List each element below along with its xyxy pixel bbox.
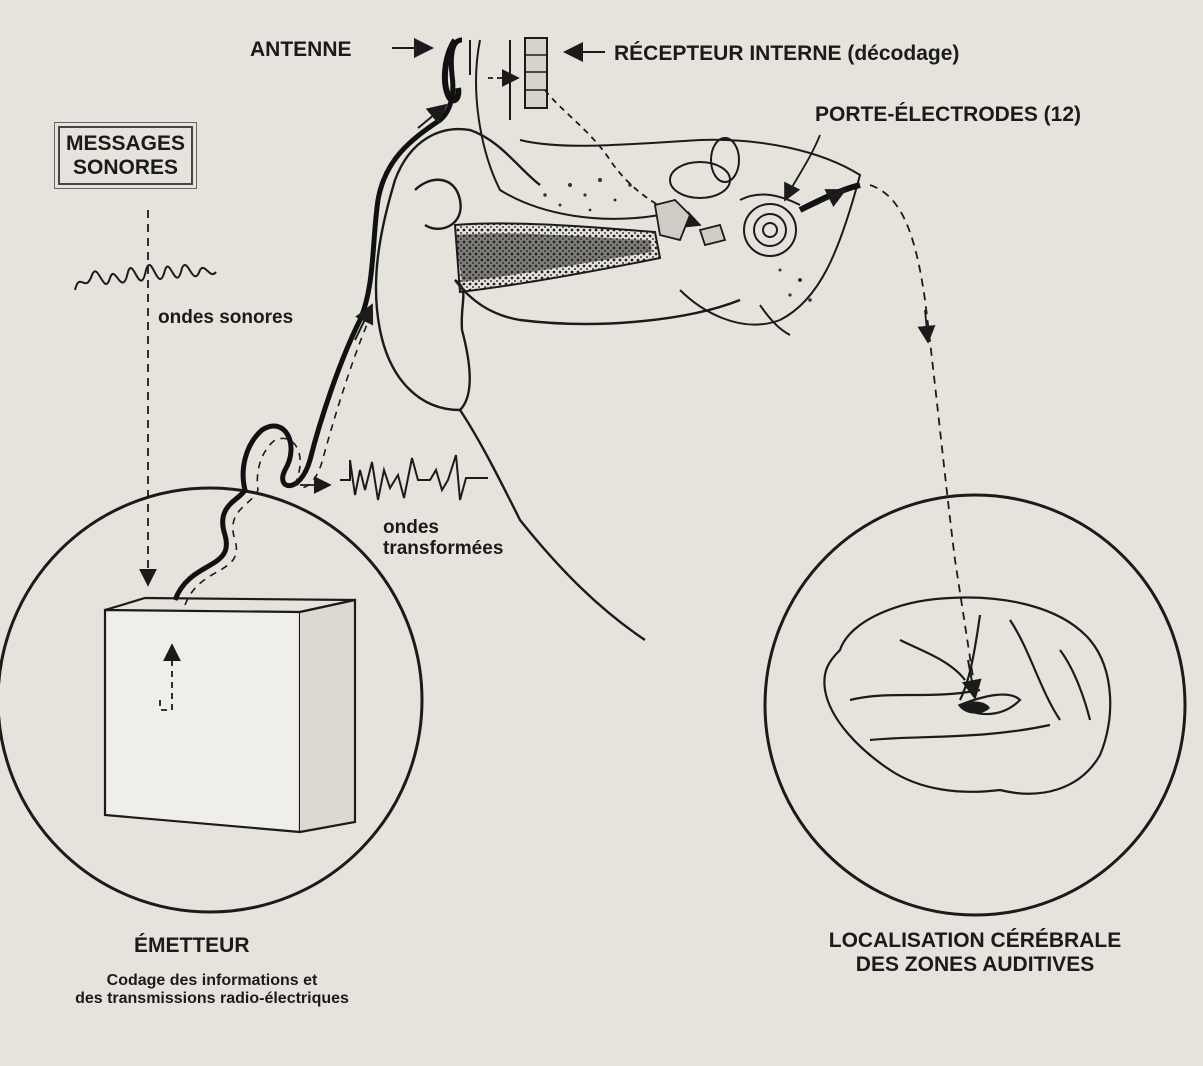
ossicles (655, 200, 725, 245)
label-sonores: SONORES (66, 156, 185, 180)
localisation-line1: LOCALISATION CÉRÉBRALE (770, 929, 1180, 953)
localisation-line2: DES ZONES AUDITIVES (770, 953, 1180, 977)
transformed-waves (340, 455, 488, 500)
auditory-zone (958, 702, 990, 714)
emetteur-desc-line2: des transmissions radio-électriques (22, 990, 402, 1008)
label-messages: MESSAGES (66, 132, 185, 156)
head-and-ear (376, 129, 740, 640)
cochlea (670, 138, 800, 256)
messages-sonores-box: MESSAGES SONORES (58, 126, 193, 185)
internal-receiver (525, 38, 547, 108)
emetteur-desc-line1: Codage des informations et (22, 972, 402, 990)
label-emetteur: ÉMETTEUR (134, 934, 250, 958)
electrode-carrier-leader (785, 135, 820, 200)
emetteur-description: Codage des informations et des transmiss… (22, 972, 402, 1008)
label-recepteur-interne: RÉCEPTEUR INTERNE (décodage) (614, 42, 959, 66)
label-ondes-transformees: ondes transformées (383, 517, 503, 560)
label-ondes: ondes (383, 517, 503, 538)
label-transformees: transformées (383, 538, 503, 559)
label-porte-electrodes: PORTE-ÉLECTRODES (12) (815, 103, 1081, 127)
label-antenne: ANTENNE (250, 38, 352, 62)
brain (824, 597, 1110, 793)
emitter-box (105, 598, 355, 832)
nerve-to-brain-dashed (870, 185, 975, 690)
sound-wave (75, 265, 216, 290)
label-localisation: LOCALISATION CÉRÉBRALE DES ZONES AUDITIV… (770, 929, 1180, 976)
label-ondes-sonores: ondes sonores (158, 307, 293, 328)
